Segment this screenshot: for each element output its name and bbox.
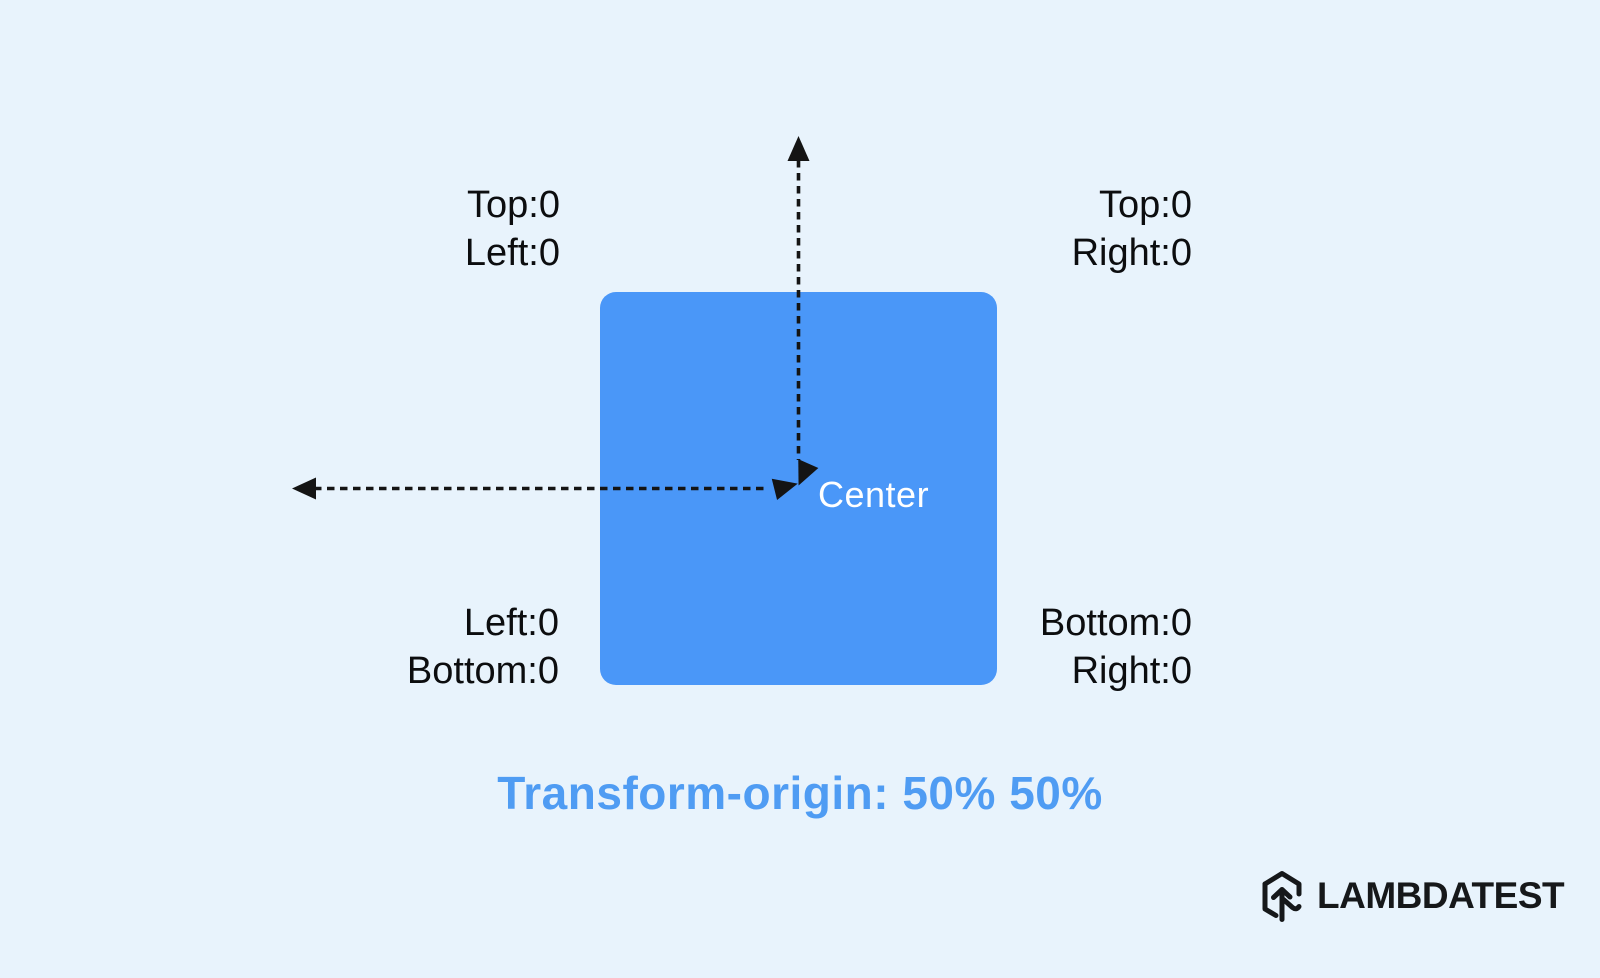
arrow-head-path: [1271, 887, 1293, 900]
label-line: Top:0: [467, 184, 560, 226]
label-line: Bottom:0: [1039, 602, 1192, 644]
label-bottom-left: Left:0 Bottom:0: [299, 599, 559, 695]
label-line: Right:0: [1071, 650, 1192, 692]
arrowhead-left-icon: [292, 477, 316, 500]
lambdatest-logo: LAMBDATEST: [1260, 870, 1565, 922]
label-top-left: Top:0 Left:0: [300, 181, 560, 277]
caption-transform-origin: Transform-origin: 50% 50%: [497, 767, 1103, 819]
arrow-hook-path: [1281, 897, 1302, 912]
label-line: Right:0: [1071, 232, 1192, 274]
label-top-right: Top:0 Right:0: [932, 181, 1192, 277]
hexagon-left-path: [1262, 881, 1279, 918]
hexagon-top-path: [1262, 871, 1302, 897]
center-origin-label: Center: [818, 474, 930, 515]
label-bottom-right: Bottom:0 Right:0: [932, 599, 1192, 695]
label-line: Left:0: [464, 232, 560, 274]
arrowhead-up-icon: [787, 136, 810, 161]
lambdatest-hexagon-arrow-icon: [1262, 871, 1302, 922]
label-line: Top:0: [1099, 184, 1192, 226]
label-line: Left:0: [463, 602, 559, 644]
label-line: Bottom:0: [406, 650, 559, 692]
lambdatest-wordmark: LAMBDATEST: [1317, 875, 1565, 916]
